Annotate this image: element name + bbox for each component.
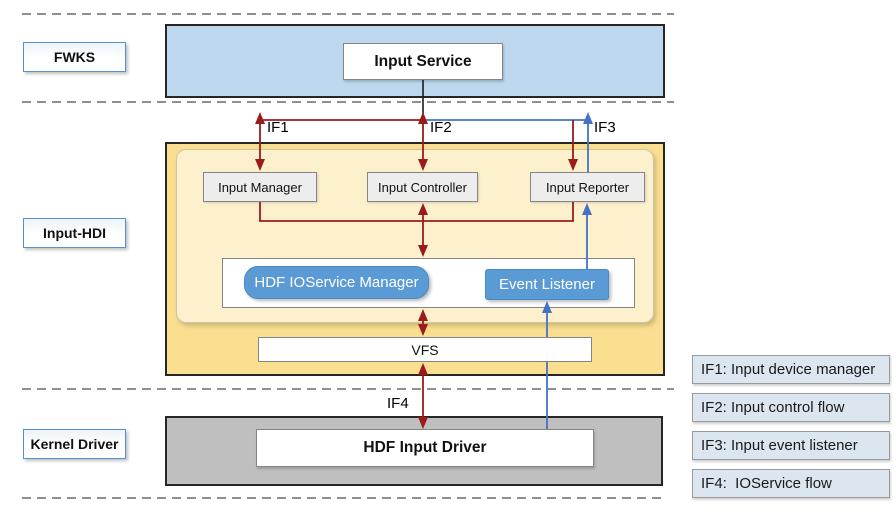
- if3-label: IF3: [594, 119, 616, 136]
- event-listener-node: Event Listener: [485, 269, 609, 300]
- hdf-input-driver-node: HDF Input Driver: [256, 429, 594, 467]
- legend-if2: IF2: Input control flow: [692, 393, 890, 422]
- legend-if1: IF1: Input device manager: [692, 355, 890, 384]
- legend-if3: IF3: Input event listener: [692, 431, 890, 460]
- input-manager-node: Input Manager: [203, 172, 317, 202]
- if2-label: IF2: [430, 119, 452, 136]
- vfs-node: VFS: [258, 337, 592, 362]
- input-service-label: Input Service: [374, 52, 472, 70]
- event-listener-label: Event Listener: [499, 276, 595, 293]
- lane-label-fwks: FWKS: [23, 42, 126, 72]
- if4-label: IF4: [387, 395, 409, 412]
- hdf-input-driver-label: HDF Input Driver: [363, 439, 487, 456]
- input-reporter-label: Input Reporter: [545, 179, 630, 195]
- vfs-label: VFS: [411, 341, 439, 358]
- layer-separator-bottom: [22, 497, 664, 499]
- lane-label-kernel-driver: Kernel Driver: [23, 429, 126, 459]
- lane-label-fwks-text: FWKS: [53, 49, 96, 65]
- if1-label: IF1: [267, 119, 289, 136]
- input-controller-label: Input Controller: [378, 179, 467, 195]
- legend-if4: IF4: IOService flow: [692, 469, 890, 498]
- input-controller-node: Input Controller: [367, 172, 478, 202]
- layer-separator-hdi-kernel: [22, 388, 674, 390]
- layer-separator-fwks-hdi: [22, 101, 674, 103]
- lane-label-input-hdi: Input-HDI: [23, 218, 126, 248]
- input-service-node: Input Service: [343, 43, 503, 80]
- layer-separator-top: [22, 13, 674, 15]
- input-manager-label: Input Manager: [218, 179, 302, 195]
- hdf-ioservice-manager-label: HDF IOService Manager: [254, 274, 419, 291]
- lane-label-kernel-driver-text: Kernel Driver: [30, 436, 119, 452]
- lane-label-input-hdi-text: Input-HDI: [43, 225, 106, 241]
- hdf-ioservice-manager-node: HDF IOService Manager: [244, 266, 429, 299]
- input-reporter-node: Input Reporter: [530, 172, 645, 202]
